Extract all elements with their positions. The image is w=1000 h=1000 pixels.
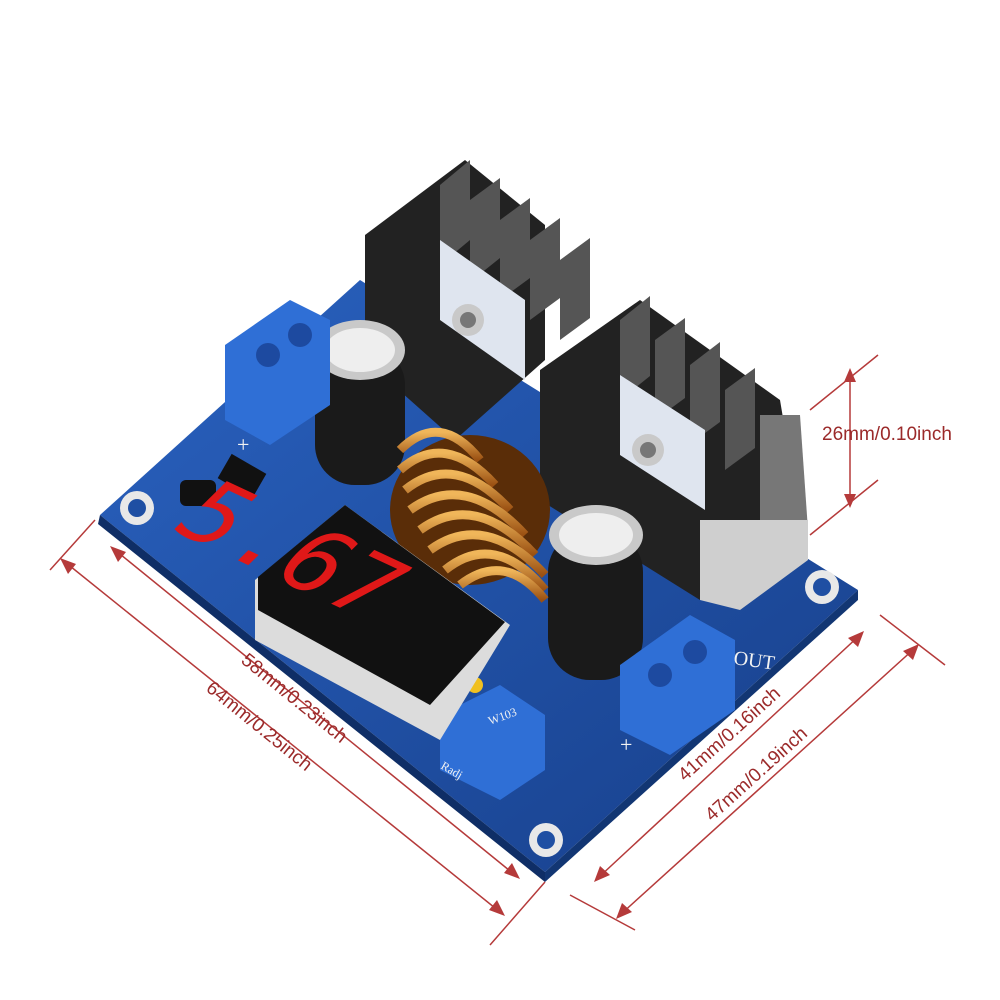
inductor-coil [390,427,550,603]
input-terminal-block[interactable] [225,300,330,445]
height-label: 26mm/0.10inch [822,424,952,445]
dimension-height [809,354,879,536]
heatsink-left [365,160,590,440]
dimension-width [569,614,946,931]
dimension-length [49,519,546,946]
capacitor-output [548,505,643,680]
input-plus-label: + [237,432,249,457]
output-terminal-block[interactable] [620,615,735,755]
transistor [180,453,267,506]
capacitor-input [315,320,405,485]
output-plus-label: + [620,732,632,757]
